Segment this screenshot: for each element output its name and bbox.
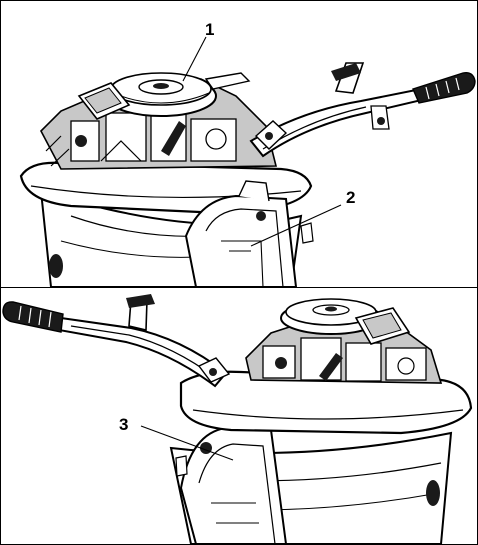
panel-divider (1, 287, 477, 288)
top-engine-illustration: 1 2 (19, 20, 476, 287)
bottom-engine-illustration: 3 (2, 294, 473, 544)
callout-2: 2 (346, 188, 355, 207)
callout-1: 1 (205, 20, 214, 39)
top-view-panel: 1 2 (1, 1, 477, 287)
callout-3: 3 (119, 415, 128, 434)
bottom-view-panel: 3 (1, 288, 477, 544)
